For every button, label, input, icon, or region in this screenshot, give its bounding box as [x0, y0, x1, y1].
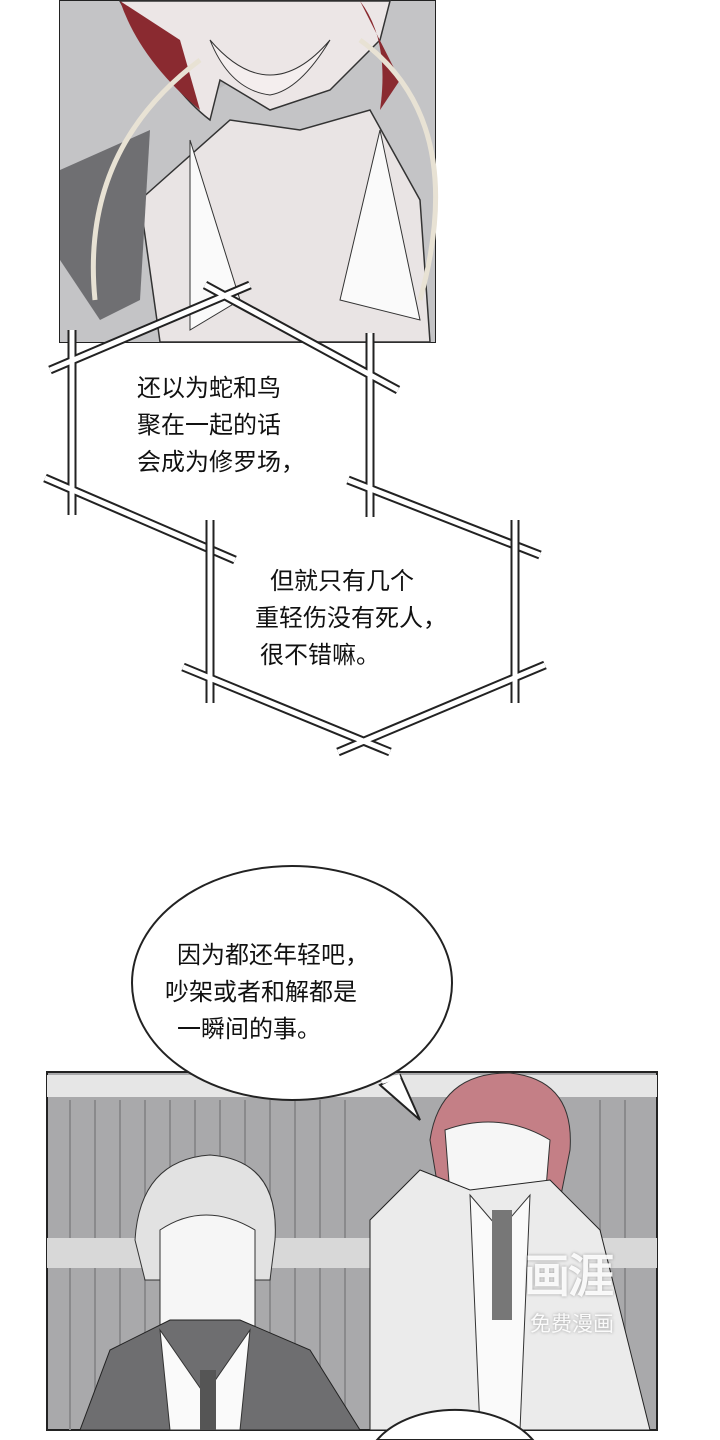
narration-line: 还以为蛇和鸟 [137, 374, 281, 402]
speech-line: 因为都还年轻吧， [177, 941, 369, 969]
narration-line: 会成为修罗场， [137, 448, 305, 476]
narration-hexagon-2-inner [182, 520, 546, 755]
bottom-panel-illustration [46, 1071, 658, 1431]
speech-bubble-shape [131, 865, 535, 1440]
watermark-logo: 画涯 [524, 1249, 614, 1303]
narration-line: 但就只有几个 [270, 567, 414, 595]
narration-hexagon-1-inner [44, 282, 541, 563]
narration-text-1: 还以为蛇和鸟 聚在一起的话 会成为修罗场， [137, 370, 305, 481]
narration-line: 重轻伤没有死人， [255, 604, 447, 632]
narration-text-2: 但就只有几个 重轻伤没有死人， 很不错嘛。 [255, 563, 447, 674]
top-panel-illustration [59, 0, 439, 343]
watermark-caption: 免费漫画 [530, 1312, 614, 1336]
narration-line: 聚在一起的话 [137, 411, 281, 439]
narration-line: 很不错嘛。 [260, 641, 380, 669]
speech-line: 吵架或者和解都是 [165, 978, 357, 1006]
speech-bubble-text: 因为都还年轻吧， 吵架或者和解都是 一瞬间的事。 [165, 937, 369, 1048]
speech-line: 一瞬间的事。 [177, 1015, 321, 1043]
